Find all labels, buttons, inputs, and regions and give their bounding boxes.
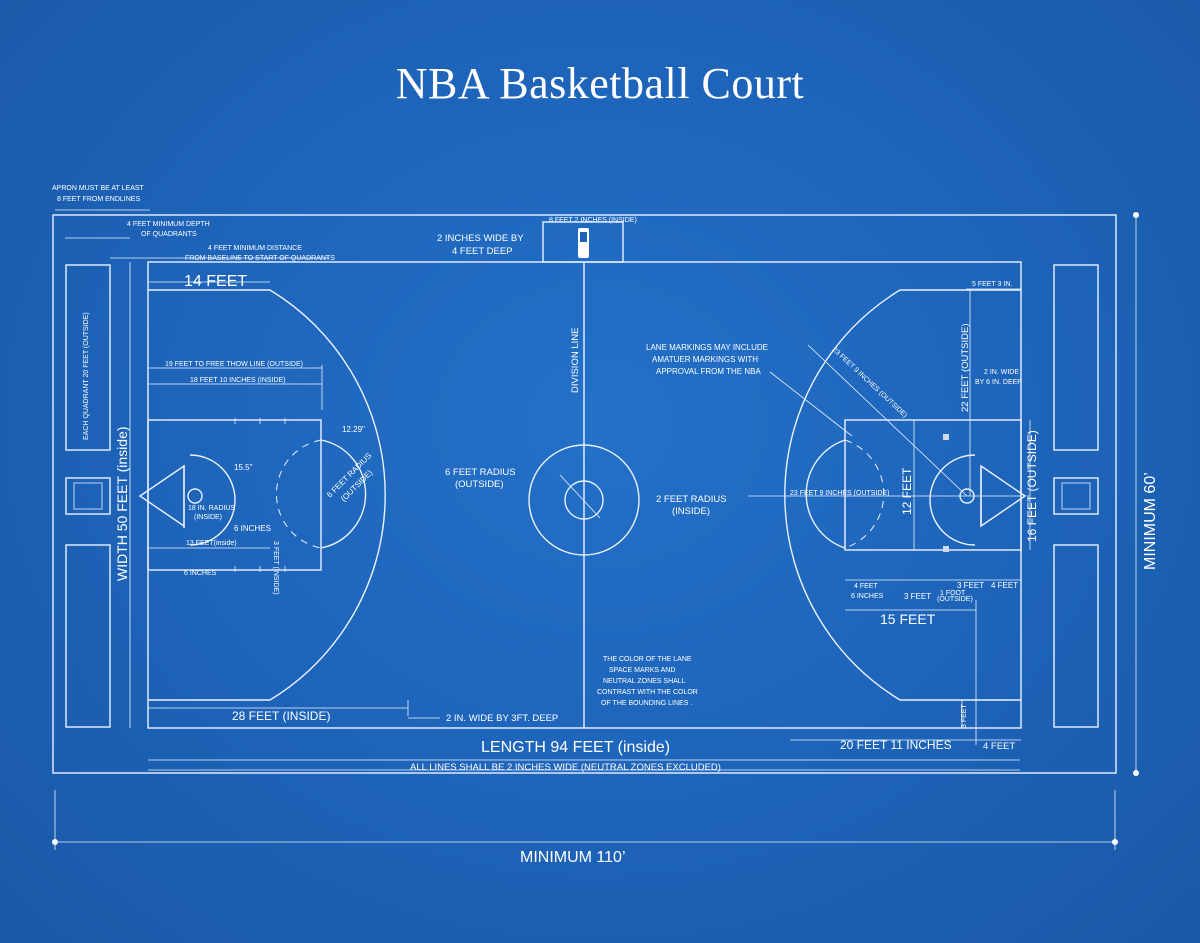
left-lane (147, 419, 322, 571)
right-ft-arc-dashed (844, 439, 885, 549)
arc-15-label: 15.5" (234, 463, 253, 472)
two-in-wide-r: BY 6 IN. DEEP (975, 379, 1022, 386)
center-radius-2: 2 FEET RADIUS (656, 494, 727, 505)
division-label: DIVISION LINE (570, 328, 581, 393)
twelve-feet: 12 FEET (900, 467, 914, 515)
three-pt-diag: 23 FEET 9 INCHES (OUTSIDE) (831, 346, 909, 419)
length-label: LENGTH 94 FEET (inside) (481, 739, 670, 756)
one-foot: (OUTSIDE) (937, 596, 973, 603)
right-lane (844, 419, 1022, 551)
all-lines-label: ALL LINES SHALL BE 2 INCHES WIDE (NEUTRA… (410, 762, 721, 773)
fourteen-feet: 14 FEET (184, 273, 247, 290)
dim-end-dot (1133, 770, 1139, 776)
minimum-60: MINIMUM 60’ (1142, 472, 1159, 570)
apron-note: APRON MUST BE AT LEAST (52, 185, 145, 192)
lane-note-leader (769, 371, 853, 437)
minimum-110: MINIMUM 110’ (520, 849, 626, 866)
left-rim (187, 488, 203, 504)
fifteen-feet: 15 FEET (880, 611, 936, 627)
quad-dist-note: 4 FEET MINIMUM DISTANCE (208, 245, 302, 252)
two-in-wide: 2 IN. WIDE BY 3FT. DEEP (446, 713, 558, 724)
six-inches-small: 6 INCHES (184, 570, 217, 577)
dim-end-dot (1112, 839, 1118, 845)
center-radius-2: (INSIDE) (672, 506, 710, 517)
lane-block (943, 434, 949, 440)
twenty-eight: 28 FEET (INSIDE) (232, 709, 330, 723)
quad-depth-note: 4 FEET MINIMUM DEPTH (127, 221, 210, 228)
quad-dist-note: FROM BASELINE TO START OF QUADRANTS (185, 255, 335, 262)
six-inches: 6 INCHES (234, 524, 271, 533)
left-restricted-arc (189, 454, 236, 546)
lane-block (943, 546, 949, 552)
lane-note: APPROVAL FROM THE NBA (656, 367, 761, 376)
scorer-table (542, 221, 624, 263)
five-feet-3: 5 FEET 3 IN. (972, 281, 1012, 288)
color-note: THE COLOR OF THE LANE (603, 656, 692, 663)
four-feet-end: 4 FEET (983, 741, 1015, 752)
dim-end-dot (1133, 212, 1139, 218)
right-stanchion (1053, 477, 1099, 515)
right-stanchion-inner (1061, 482, 1091, 510)
dim-end-dot (52, 839, 58, 845)
left-ft-arc-dashed (276, 439, 322, 549)
twenty-two-outside: 22 FEET (OUTSIDE) (960, 323, 971, 412)
lane-note: AMATUER MARKINGS WITH (652, 355, 758, 364)
left-quadrant-top (65, 264, 111, 451)
table-note: 4 FEET DEEP (452, 246, 513, 257)
quadrant-width: EACH QUADRANT 20 FEET (OUTSIDE) (83, 312, 90, 440)
left-stanchion (65, 477, 111, 515)
ft-outside: 19 FEET TO FREE THOW LINE (OUTSIDE) (165, 361, 303, 368)
page-title: NBA Basketball Court (395, 59, 805, 108)
center-radius-6: (OUTSIDE) (455, 479, 504, 490)
color-note: OF THE BOUNDING LINES . (601, 700, 692, 707)
right-quadrant-bottom (1053, 544, 1099, 728)
rim-radius: 18 IN. RADIUS (188, 505, 235, 512)
twenty-eleven: 20 FEET 11 INCHES (840, 738, 952, 752)
center-radius-line (559, 474, 601, 519)
center-inner-circle (564, 480, 604, 520)
left-stanchion-inner (73, 482, 103, 510)
table-width: 8 FEET 2 INCHES (INSIDE) (549, 217, 637, 224)
three-feet-r: 3 FEET (904, 592, 931, 601)
table-note: 2 INCHES WIDE BY (437, 233, 524, 244)
left-basket-support (138, 464, 185, 528)
three-feet-small: 3 FEET (INSIDE) (272, 541, 279, 595)
three-feet-r2: 3 FEET (957, 581, 984, 590)
right-ft-arc (805, 439, 846, 549)
center-radius-6: 6 FEET RADIUS (445, 467, 516, 478)
ft-inside: 18 FEET 10 INCHES (INSIDE) (190, 377, 286, 384)
dim-23ft9-diag (807, 344, 968, 497)
right-restricted-arc (929, 454, 976, 546)
one-foot: 1 FOOT (940, 590, 966, 597)
two-in-wide-r: 2 IN. WIDE (984, 369, 1019, 376)
color-note: CONTRAST WITH THE COLOR (597, 689, 698, 696)
three-feet-v: 3 FEET (961, 704, 968, 728)
sixteen-feet: 16 FEET (OUTSIDE) (1025, 430, 1039, 542)
nba-logo-icon (578, 228, 589, 258)
thirteen-feet: 13 FEET(inside) (186, 540, 237, 547)
angle-label: 12.29" (342, 425, 365, 434)
right-quadrant-top (1053, 264, 1099, 451)
color-note: NEUTRAL ZONES SHALL (603, 678, 686, 685)
center-circle (528, 444, 640, 556)
quad-depth-note: OF QUADRANTS (141, 231, 197, 238)
lane-note: LANE MARKINGS MAY INCLUDE (646, 343, 768, 352)
four-feet-r: 4 FEET (854, 583, 878, 590)
rim-radius: (INSIDE) (194, 514, 222, 521)
color-note: SPACE MARKS AND (609, 667, 675, 674)
apron-note: 8 FEET FROM ENDLINES (57, 196, 140, 203)
left-quadrant-bottom (65, 544, 111, 728)
four-feet-r2: 4 FEET (991, 581, 1018, 590)
right-3pt-arc (784, 289, 901, 701)
six-inches-r: 6 INCHES (851, 593, 884, 600)
three-pt-h: 23 FEET 9 INCHES (OUTSIDE) (790, 490, 889, 497)
width-label: WIDTH 50 FEET (inside) (114, 426, 130, 581)
apron-boundary (52, 214, 1117, 774)
left-ft-arc (320, 439, 367, 549)
left-3pt-arc (269, 289, 386, 701)
